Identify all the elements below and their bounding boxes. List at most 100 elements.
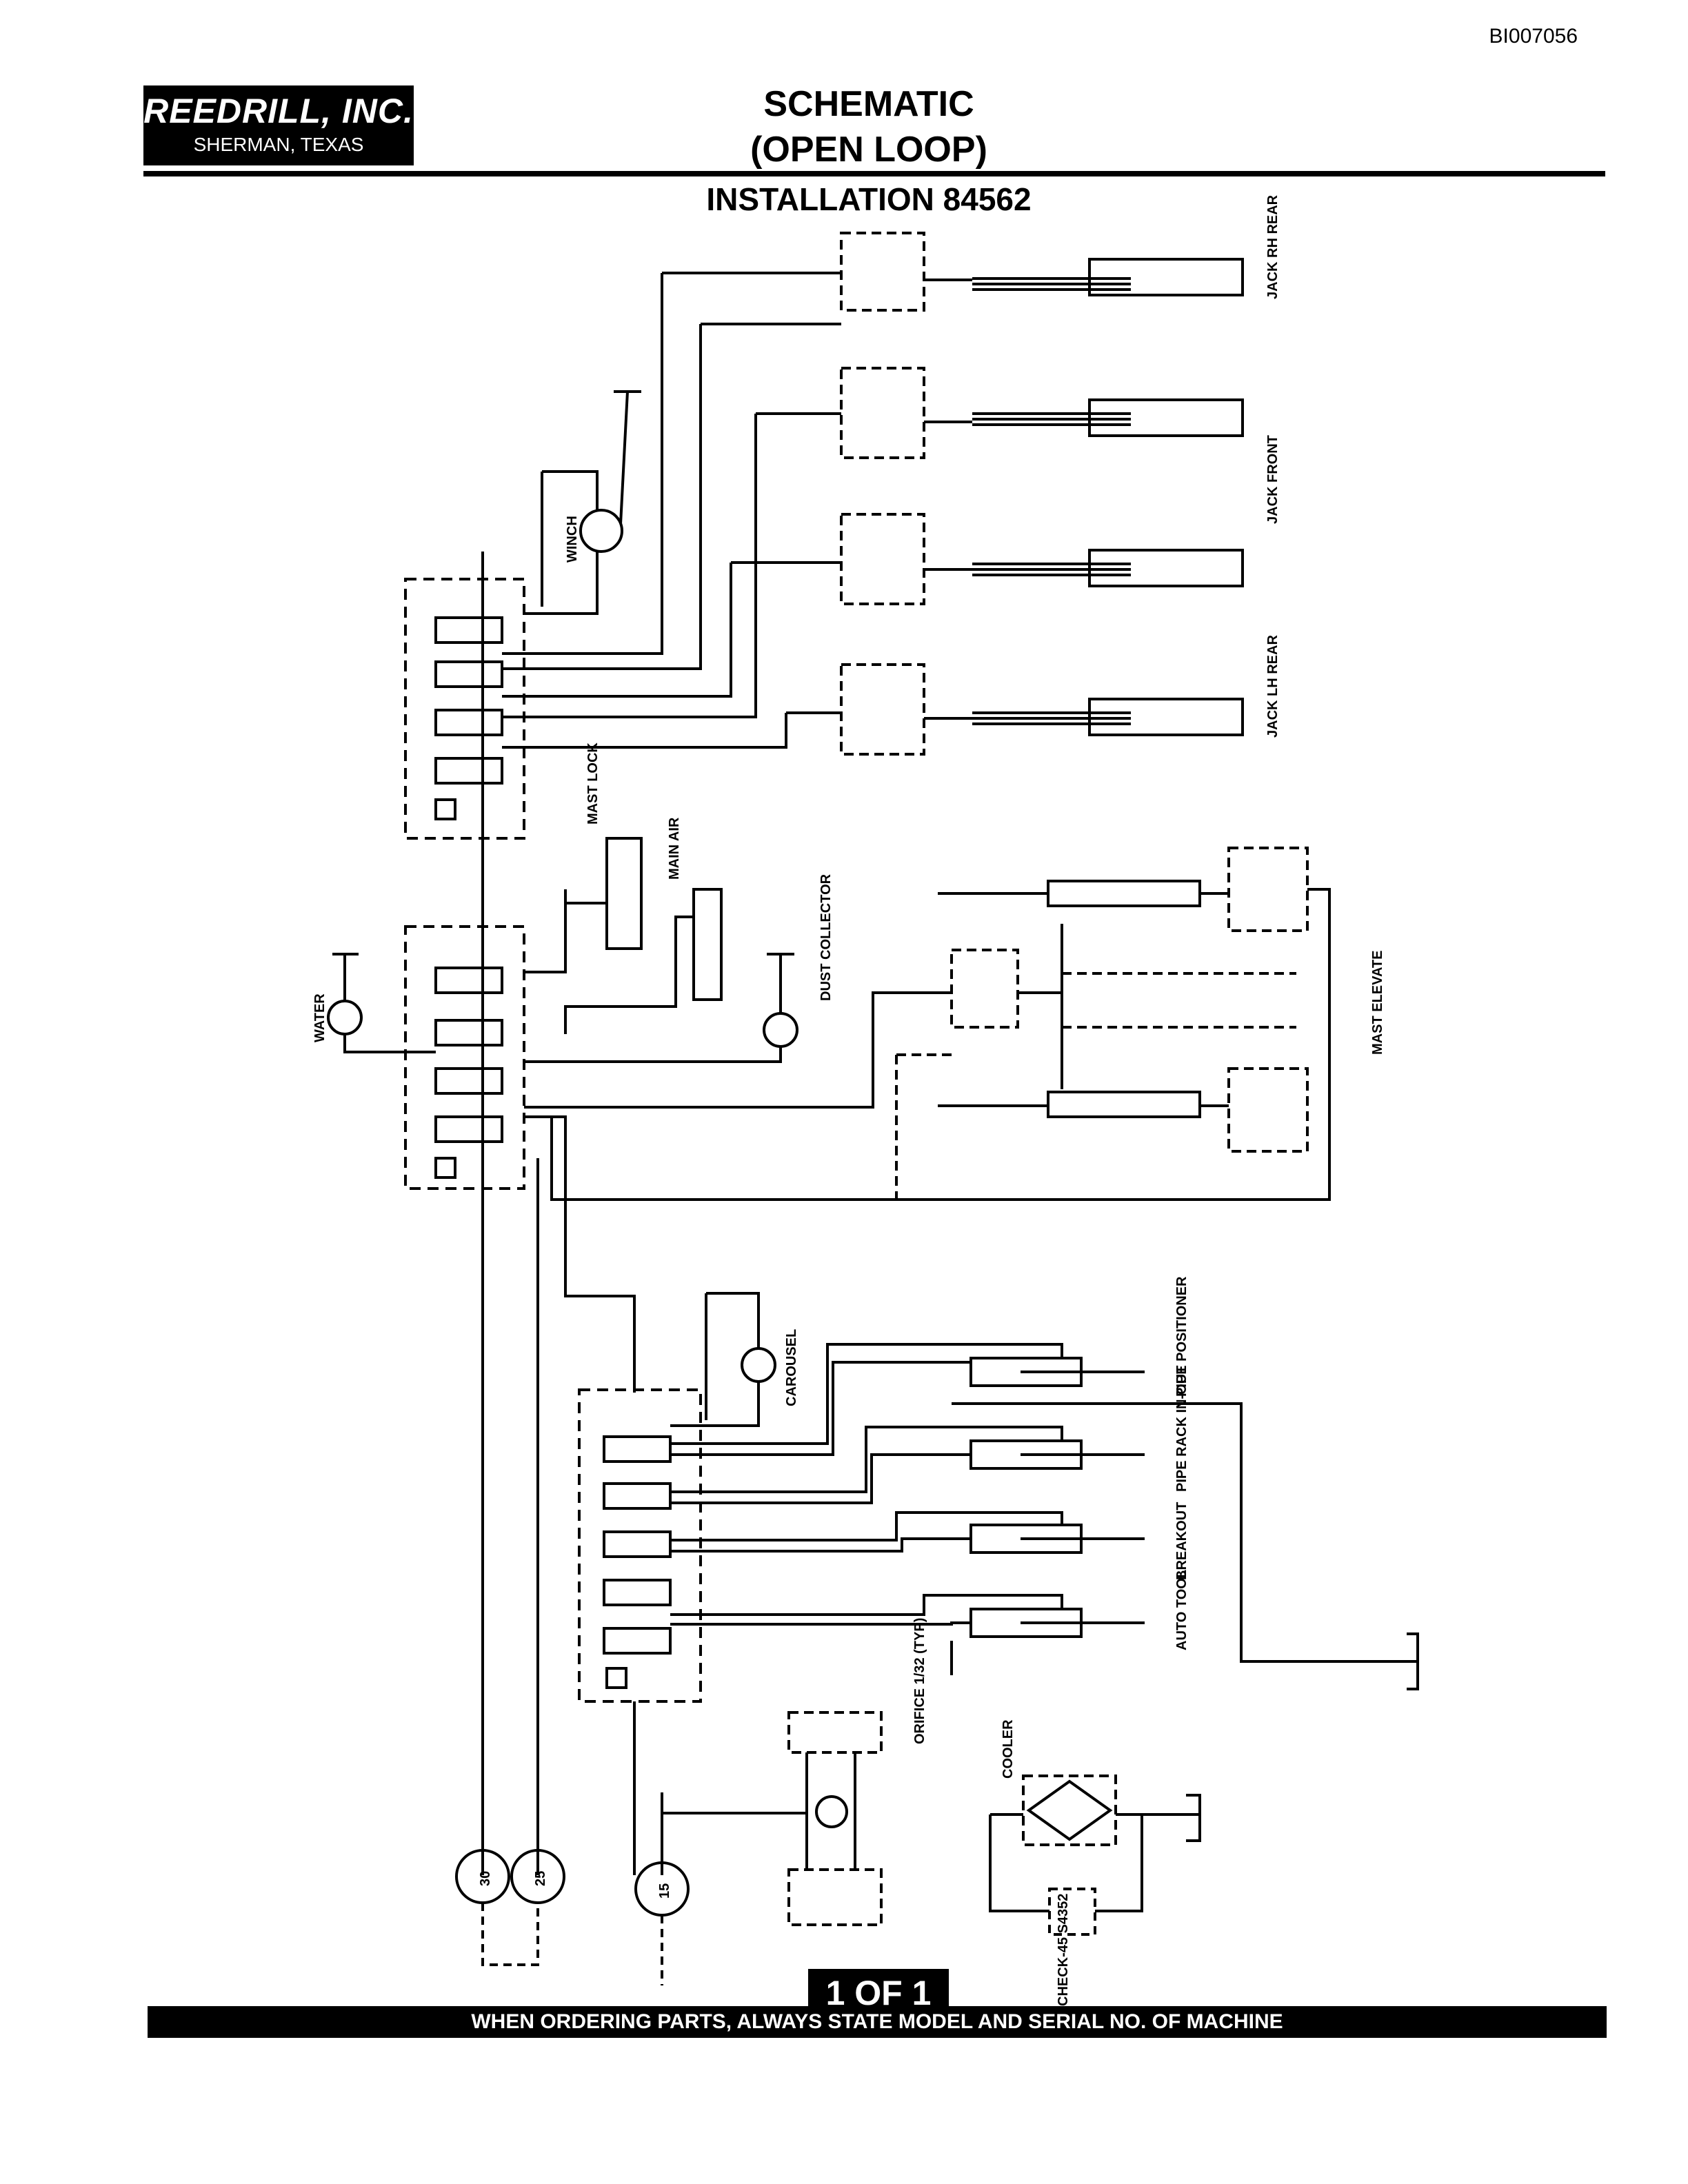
spool-1	[434, 616, 503, 644]
spool-10	[603, 1482, 672, 1510]
cooler-heat-exchanger	[1026, 1779, 1113, 1841]
winch-lines	[524, 470, 599, 615]
spool-6	[434, 1019, 503, 1046]
water-pump-motor	[327, 1000, 363, 1035]
spool-12	[603, 1579, 672, 1606]
label-carousel: CAROUSEL	[784, 1329, 799, 1406]
pump-25	[510, 1849, 565, 1904]
breakout-lines	[670, 1511, 1063, 1553]
label-pump-15: 15	[657, 1883, 672, 1899]
label-pump-30: 30	[478, 1871, 493, 1886]
water-lines	[332, 953, 436, 1053]
installation-number: INSTALLATION 84562	[706, 181, 1032, 217]
label-jack-front: JACK FRONT	[1265, 435, 1280, 524]
orifice-return	[950, 1402, 1418, 1675]
label-breakout: BREAKOUT	[1174, 1502, 1189, 1580]
mast-elevate-valve	[950, 949, 1019, 1029]
jack-valve-1	[840, 232, 925, 312]
label-orifice: ORIFICE 1/32 (TYP)	[912, 1618, 927, 1744]
jack-valve-4	[840, 663, 925, 756]
relief-valve-3	[605, 1667, 627, 1689]
mast-lines	[938, 892, 1229, 1107]
cooler-motor	[815, 1795, 848, 1828]
relief-valve	[434, 798, 456, 820]
company-location: SHERMAN, TEXAS	[193, 134, 364, 155]
cooler-check-block	[787, 1868, 883, 1926]
mast-cylinder-lower	[1047, 1091, 1201, 1118]
mast-return	[550, 888, 1331, 1201]
spool-5	[434, 967, 503, 994]
label-jack-lh-rear: JACK LH REAR	[1265, 635, 1280, 738]
main-air-cylinder	[692, 888, 723, 1001]
winch-motor	[579, 509, 623, 553]
line-valve-to-cylinder	[924, 279, 972, 720]
label-jack-rh-rear: JACK RH REAR	[1265, 194, 1280, 299]
jack-valve-2	[840, 367, 925, 459]
mast-valve-upper	[1227, 847, 1309, 932]
spool-3	[434, 709, 503, 736]
label-check: CHECK-45 S4352	[1056, 1894, 1071, 2006]
mast-supply	[524, 924, 1063, 1109]
dust-collector-motor	[763, 1012, 798, 1048]
cooler-motor-lines	[661, 1752, 856, 1870]
spool-7	[434, 1067, 503, 1095]
spool-9	[603, 1435, 672, 1463]
pump-suction	[481, 1903, 663, 1985]
jack-rod-1	[972, 277, 1131, 291]
pump-trunks	[481, 552, 636, 1875]
cooler-relief	[787, 1711, 883, 1754]
label-winch: WINCH	[565, 516, 580, 563]
lower-valve-bank	[578, 1388, 702, 1703]
title-line-2: (OPEN LOOP)	[750, 130, 987, 170]
spool-2	[434, 660, 503, 688]
label-water: WATER	[312, 993, 328, 1042]
jack-rod-3	[972, 563, 1131, 576]
tank-return	[1407, 1632, 1419, 1690]
line-jack-3	[502, 561, 841, 698]
spool-13	[603, 1627, 672, 1655]
label-mast-lock: MAST LOCK	[585, 742, 601, 825]
label-dust-collector: DUST COLLECTOR	[818, 873, 834, 1001]
spool-8	[434, 1115, 503, 1143]
mast-pilot-lines	[895, 972, 1296, 1200]
auto-tool-lines	[670, 1594, 1063, 1626]
mast-cylinder-upper	[1047, 880, 1201, 907]
jack-valve-3	[840, 513, 925, 605]
pipe-positioner-lines	[670, 1343, 1063, 1456]
jack-rod-2	[972, 412, 1131, 426]
label-pump-25: 25	[533, 1871, 548, 1886]
title-rule	[143, 171, 1605, 176]
cooler-box	[1022, 1775, 1117, 1846]
line-jack-4	[502, 711, 841, 749]
line-jack-2	[502, 412, 841, 718]
label-pipe-positioner: PIPE POSITIONER	[1174, 1276, 1189, 1397]
carousel-motor	[741, 1347, 776, 1383]
label-pipe-rack: PIPE RACK IN-OUT	[1174, 1366, 1189, 1492]
label-cooler: COOLER	[1001, 1719, 1016, 1779]
pipe-rack-lines	[670, 1426, 1063, 1504]
cooler-tank	[1186, 1794, 1201, 1842]
line-jack-1b	[502, 323, 841, 670]
lower-rods	[1021, 1371, 1145, 1624]
line-jack-1a	[502, 272, 841, 655]
spool-11	[603, 1530, 672, 1558]
relief-valve-2	[434, 1157, 456, 1179]
footer-note: WHEN ORDERING PARTS, ALWAYS STATE MODEL …	[148, 2006, 1607, 2038]
mast-valve-lower	[1227, 1067, 1309, 1153]
cooler-lines	[989, 1813, 1200, 1912]
winch-drain	[614, 390, 641, 525]
dust-lines	[524, 953, 794, 1063]
middle-valve-bank	[404, 925, 525, 1190]
jack-rod-4	[972, 711, 1131, 725]
spool-4	[434, 757, 503, 785]
pump-15-trunk	[633, 1701, 663, 1875]
page-title: SCHEMATIC (OPEN LOOP)	[621, 81, 1117, 172]
document-id: BI007056	[1489, 25, 1578, 48]
carousel-lines	[670, 1292, 760, 1427]
mast-lock-cylinder	[605, 837, 643, 950]
label-mast-elevate: MAST ELEVATE	[1370, 951, 1385, 1055]
company-logo: REEDRILL, INC. SHERMAN, TEXAS	[143, 85, 414, 165]
label-main-air: MAIN AIR	[667, 817, 682, 880]
mast-air-lines	[524, 841, 694, 1034]
